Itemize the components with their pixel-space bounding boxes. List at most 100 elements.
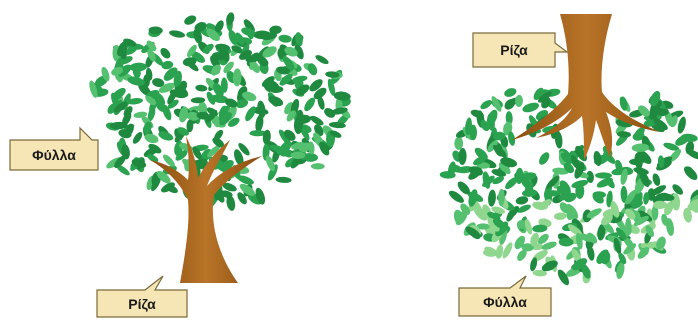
leaf: [237, 192, 247, 205]
leaf: [505, 111, 513, 125]
leaf: [517, 249, 527, 261]
leaf: [121, 144, 130, 160]
leaf: [629, 158, 644, 166]
leaf: [483, 248, 499, 257]
leaf: [482, 175, 495, 187]
leaf: [613, 237, 622, 255]
leaf: [532, 269, 547, 277]
leaf: [619, 96, 628, 111]
leaf: [637, 247, 650, 259]
leaf: [175, 149, 188, 161]
leaf: [474, 147, 488, 161]
leaf: [574, 162, 585, 179]
leaf: [256, 55, 269, 67]
leaf: [226, 12, 235, 26]
leaf: [158, 131, 174, 141]
leaf: [169, 30, 186, 38]
leaf: [291, 141, 305, 150]
leaf: [211, 94, 229, 104]
leaf: [242, 91, 257, 102]
leaf: [162, 104, 172, 121]
leaf: [530, 232, 539, 246]
leaf: [530, 257, 538, 272]
leaf: [487, 217, 500, 232]
leaf: [657, 193, 675, 201]
leaf: [132, 132, 143, 144]
leaf: [617, 131, 631, 138]
leaf: [600, 251, 611, 265]
leaf: [541, 241, 557, 250]
leaf: [651, 204, 659, 221]
leaf: [263, 80, 272, 92]
leaf: [163, 154, 175, 167]
leaf: [625, 217, 632, 235]
leaf: [310, 115, 324, 126]
leaf: [331, 107, 348, 115]
leaf: [147, 48, 156, 62]
leaf: [454, 136, 464, 150]
leaf: [143, 121, 152, 135]
leaf: [118, 45, 127, 60]
leaf: [486, 109, 498, 126]
leaf: [643, 192, 650, 205]
leaf: [224, 98, 238, 108]
leaf: [231, 45, 243, 54]
leaf: [219, 112, 232, 126]
leaf: [275, 176, 292, 183]
leaf: [145, 67, 153, 81]
leaf: [669, 149, 681, 162]
leaf: [653, 118, 668, 131]
leaf: [196, 111, 210, 120]
callout-root-left-label: Ρίζα: [128, 296, 156, 312]
leaf: [615, 227, 627, 240]
leaf: [265, 155, 275, 172]
leaf: [89, 80, 98, 98]
leaf: [470, 109, 484, 119]
leaf: [239, 183, 256, 196]
leaf: [177, 127, 189, 136]
leaf: [615, 159, 623, 174]
leaf: [448, 190, 464, 203]
leaf: [670, 115, 678, 127]
leaf: [211, 64, 221, 76]
leaf: [586, 170, 594, 183]
callout-root-right-label: Ρίζα: [500, 42, 528, 58]
right-tree: [439, 14, 698, 286]
leaf: [192, 146, 202, 160]
leaf: [273, 145, 286, 157]
leaf: [538, 199, 552, 210]
leaf: [537, 233, 549, 245]
leaf: [111, 87, 126, 101]
leaf: [228, 30, 238, 45]
leaf: [328, 122, 346, 129]
leaf: [680, 133, 698, 143]
leaf: [190, 51, 206, 63]
leaf: [317, 95, 325, 110]
leaf: [491, 96, 502, 112]
leaf: [460, 203, 471, 215]
leaf: [448, 164, 463, 173]
leaf: [111, 66, 124, 76]
leaf: [294, 44, 304, 60]
leaf: [491, 206, 506, 214]
leaf: [541, 260, 558, 272]
leaf: [278, 34, 292, 43]
leaf: [517, 204, 531, 213]
leaf: [325, 71, 340, 78]
leaf: [560, 152, 572, 165]
leaf: [552, 167, 569, 175]
leaf: [543, 190, 561, 197]
leaf: [296, 114, 311, 124]
leaf: [276, 66, 290, 75]
leaf: [279, 74, 293, 86]
leaf: [638, 105, 650, 117]
leaf: [498, 188, 505, 207]
leaf: [559, 202, 570, 214]
leaf: [219, 159, 234, 172]
leaf: [167, 90, 177, 105]
leaf: [238, 142, 250, 156]
leaf: [319, 141, 330, 156]
leaf: [610, 201, 620, 218]
leaf: [269, 25, 282, 35]
